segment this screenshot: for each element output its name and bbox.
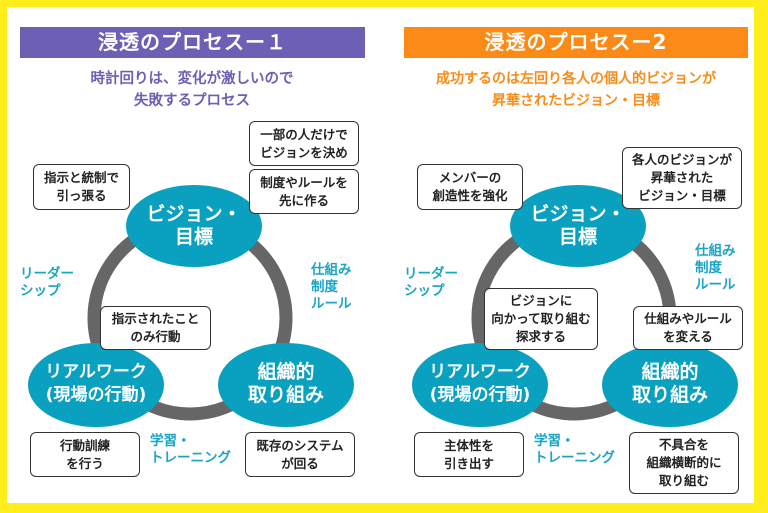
panel-title: 浸透のプロセスー2 [404,27,748,58]
caption-system: 仕組み 制度 ルール [695,243,736,293]
node-realwork-shape [412,343,548,427]
box-top-left: 指示と統制で 引っ張る [33,164,130,210]
node-organization-label: 組織的 取り組み [631,361,708,406]
box-center: 指示されたこと のみ行動 [100,306,211,350]
box-bottom-right: 既存のシステム が回る [245,432,355,477]
box-center-right: 仕組みやルール を変える [633,306,743,350]
box-bottom-left: 行動訓練 を行う [30,432,140,477]
caption-leadership: リーダー シップ [404,266,458,299]
panel-subtitle: 時計回りは、変化が激しいので 失敗するプロセス [90,71,294,109]
box-top-right-2: 制度やルールを 先に作る [249,169,359,214]
node-organization-label: 組織的 取り組み [247,361,324,406]
node-vision-shape [510,185,646,267]
node-organization-shape [602,343,738,427]
cycle-diagram [412,185,738,427]
cycle-diagram [28,185,354,427]
node-realwork-label: リアルワーク (現場の行動) [45,362,147,405]
panel-subtitle: 成功するのは左回り各人の個人的ビジョンが 昇華されたビジョン・目標 [436,71,716,109]
box-bottom-right: 不具合を 組織横断的に 取り組む [629,432,739,494]
box-top-right-1: 一部の人だけで ビジョンを決め [249,121,359,166]
box-top-left: メンバーの 創造性を強化 [417,164,523,210]
node-realwork-shape [28,343,164,427]
node-vision-label: ビジョン・ 目標 [530,203,626,248]
caption-learning: 学習・ トレーニング [150,433,231,466]
box-bottom-left: 主体性を 引き出す [414,432,524,477]
caption-system: 仕組み 制度 ルール [311,262,352,312]
node-vision-shape [126,185,262,267]
node-organization-shape [218,343,354,427]
box-top-right: 各人のビジョンが 昇華された ビジョン・目標 [622,147,742,209]
panel-process-1: 浸透のプロセスー１ 時計回りは、変化が激しいので 失敗するプロセス ビジョン・ … [20,27,365,477]
box-center: ビジョンに 向かって取り組む 探求する [484,288,598,350]
node-vision-label: ビジョン・ 目標 [146,203,242,248]
panel-title: 浸透のプロセスー１ [20,27,365,58]
caption-learning: 学習・ トレーニング [534,433,615,466]
caption-leadership: リーダー シップ [20,266,74,299]
panel-process-2: 浸透のプロセスー2 成功するのは左回り各人の個人的ビジョンが 昇華されたビジョン… [384,0,768,513]
node-realwork-label: リアルワーク (現場の行動) [429,362,531,405]
